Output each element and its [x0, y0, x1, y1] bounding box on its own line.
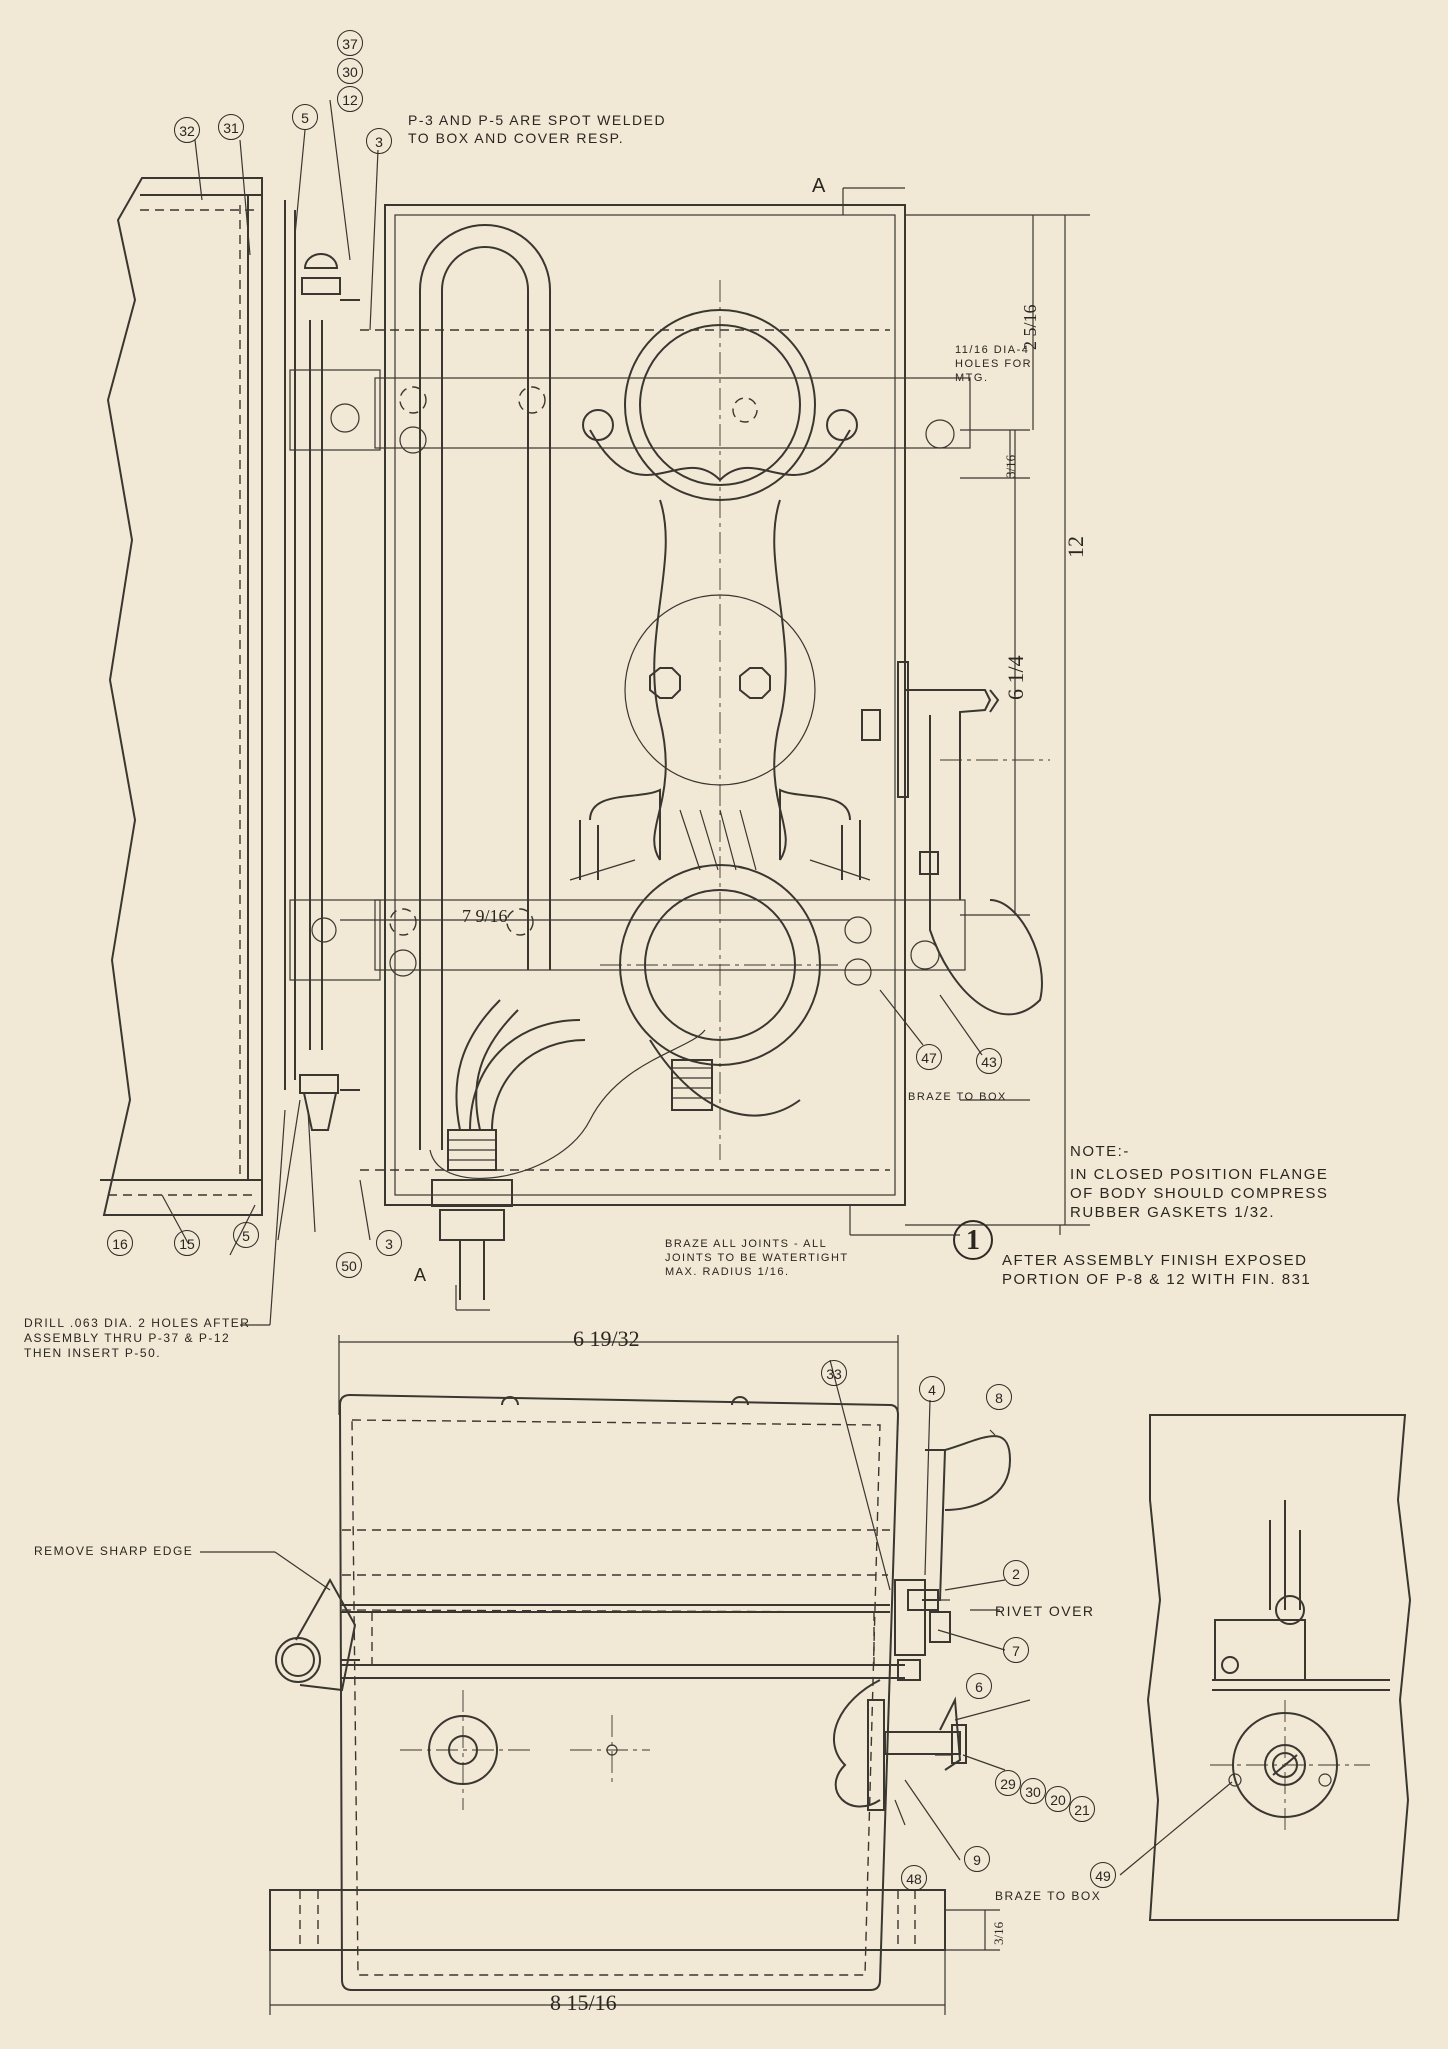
note-spot-weld: P-3 AND P-5 ARE SPOT WELDED TO BOX AND C… — [408, 112, 667, 146]
dim-base-8-15-16: 8 15/16 — [550, 1990, 617, 2015]
u-tube — [419, 224, 706, 1179]
balloon-49: 49 — [1090, 1862, 1116, 1888]
dim-slot-3-16: 3/16 — [1003, 454, 1018, 478]
balloon-37: 37 — [337, 30, 363, 56]
lever-side — [861, 661, 1050, 1016]
balloon-3-bottom: 3 — [376, 1230, 402, 1256]
balloon-7: 7 — [1003, 1637, 1029, 1663]
balloon-3-top: 3 — [366, 128, 392, 154]
dim-height-12: 12 — [1063, 536, 1088, 558]
note-rivet-over: RIVET OVER — [995, 1603, 1095, 1619]
dim-top-2-5-16: 2 5/16 — [1020, 304, 1040, 350]
note-drill: DRILL .063 DIA. 2 HOLES AFTER ASSEMBLY T… — [24, 1316, 251, 1360]
balloon-50: 50 — [336, 1252, 362, 1278]
dimension-lines-top — [161, 99, 1090, 1326]
balloon-21: 21 — [1069, 1796, 1095, 1822]
balloon-31: 31 — [218, 114, 244, 140]
dim-width-6-19-32: 6 19/32 — [573, 1326, 640, 1351]
balloon-30-front: 30 — [1020, 1778, 1046, 1804]
flex-hose — [431, 1019, 586, 1300]
side-view — [1119, 1414, 1412, 1921]
box-body — [360, 204, 971, 1206]
note-remove-sharp-edge: REMOVE SHARP EDGE — [34, 1544, 194, 1558]
note-title: NOTE:- — [1070, 1143, 1130, 1160]
front-view — [200, 1335, 1031, 2015]
balloon-47: 47 — [916, 1044, 942, 1070]
handset-yoke — [569, 280, 871, 1160]
note-finish: AFTER ASSEMBLY FINISH EXPOSED PORTION OF… — [1002, 1252, 1312, 1288]
balloon-5-top: 5 — [292, 104, 318, 130]
wall-section-left — [100, 177, 263, 1216]
balloon-16: 16 — [107, 1230, 133, 1256]
balloon-2: 2 — [1003, 1560, 1029, 1586]
balloon-12: 12 — [337, 86, 363, 112]
balloon-9: 9 — [964, 1846, 990, 1872]
balloon-4: 4 — [919, 1376, 945, 1402]
note-body: IN CLOSED POSITION FLANGE OF BODY SHOULD… — [1070, 1166, 1329, 1221]
note-braze-box-top: BRAZE TO BOX — [908, 1091, 1007, 1103]
balloon-43: 43 — [976, 1048, 1002, 1074]
balloon-8: 8 — [986, 1384, 1012, 1410]
balloon-5-bottom: 5 — [233, 1222, 259, 1248]
dim-span-6-1-4: 6 1/4 — [1003, 655, 1028, 700]
dim-span-7-9-16: 7 9/16 — [462, 906, 508, 926]
balloon-30: 30 — [337, 58, 363, 84]
balloon-20: 20 — [1045, 1786, 1071, 1812]
balloon-29: 29 — [995, 1770, 1021, 1796]
dim-base-3-16: 3/16 — [991, 1921, 1006, 1945]
note-braze-joints: BRAZE ALL JOINTS - ALL JOINTS TO BE WATE… — [665, 1238, 849, 1278]
section-a-top: A — [812, 175, 827, 197]
balloon-48: 48 — [901, 1865, 927, 1891]
hinge-cover — [284, 200, 381, 1131]
note-mounting-holes: 11/16 DIA-4 HOLES FOR MTG. — [955, 344, 1033, 384]
note-braze-box-bottom: BRAZE TO BOX — [995, 1889, 1102, 1903]
section-a-bottom: A — [414, 1265, 428, 1285]
finish-number-circle: 1 — [953, 1220, 993, 1260]
balloon-6: 6 — [966, 1673, 992, 1699]
balloon-33: 33 — [821, 1360, 847, 1386]
balloon-15: 15 — [174, 1230, 200, 1256]
balloon-32: 32 — [174, 117, 200, 143]
